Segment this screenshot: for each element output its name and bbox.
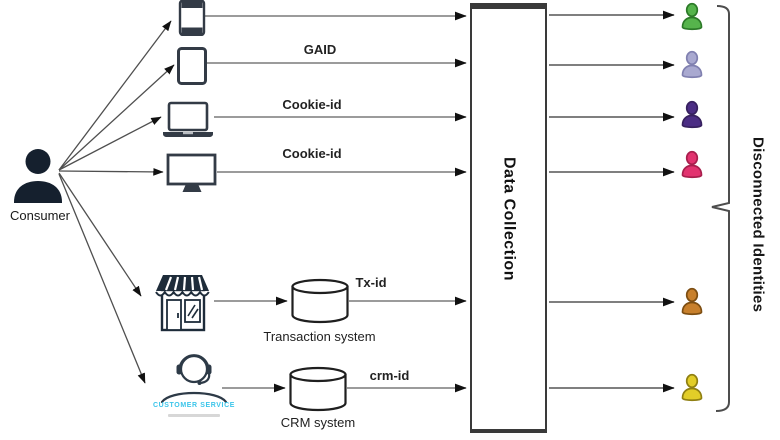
grouping-bracket [711,5,730,412]
crm-database-icon [289,366,347,412]
identity-person-icon-lavender [681,50,703,79]
crm-system-label: CRM system [280,415,356,430]
consumer-fan-arrows [58,20,175,384]
customer-service-icon [160,354,228,404]
source-to-collector-lines [205,11,467,393]
consumer-person-icon [14,149,62,203]
laptop-icon [163,101,213,137]
transaction-database-icon [291,278,349,324]
desktop-monitor-icon [166,153,217,192]
cookie-id-label-desktop: Cookie-id [282,146,342,161]
identity-person-icon-yellow [681,373,703,402]
identity-person-icon-pink [681,150,703,179]
tablet-icon [177,47,207,85]
collector-to-identity-lines [549,10,675,393]
consumer-label: Consumer [10,208,70,223]
gaid-label: GAID [303,42,337,57]
data-collection-box: Data Collection [470,3,547,433]
customer-service-fineprint [168,414,220,417]
customer-service-caption: CUSTOMER SERVICE [152,402,236,409]
store-icon [155,275,210,332]
data-collection-label: Data Collection [500,157,518,281]
identity-person-icon-orange [681,287,703,316]
tx-id-label: Tx-id [355,275,387,290]
crm-id-label: crm-id [369,368,410,383]
identity-person-icon-purple [681,100,703,129]
disconnected-identities-label: Disconnected Identities [749,137,767,313]
identity-person-icon-green [681,2,703,31]
cookie-id-label-laptop: Cookie-id [282,97,342,112]
transaction-system-label: Transaction system [263,329,376,344]
smartphone-icon [178,0,206,36]
